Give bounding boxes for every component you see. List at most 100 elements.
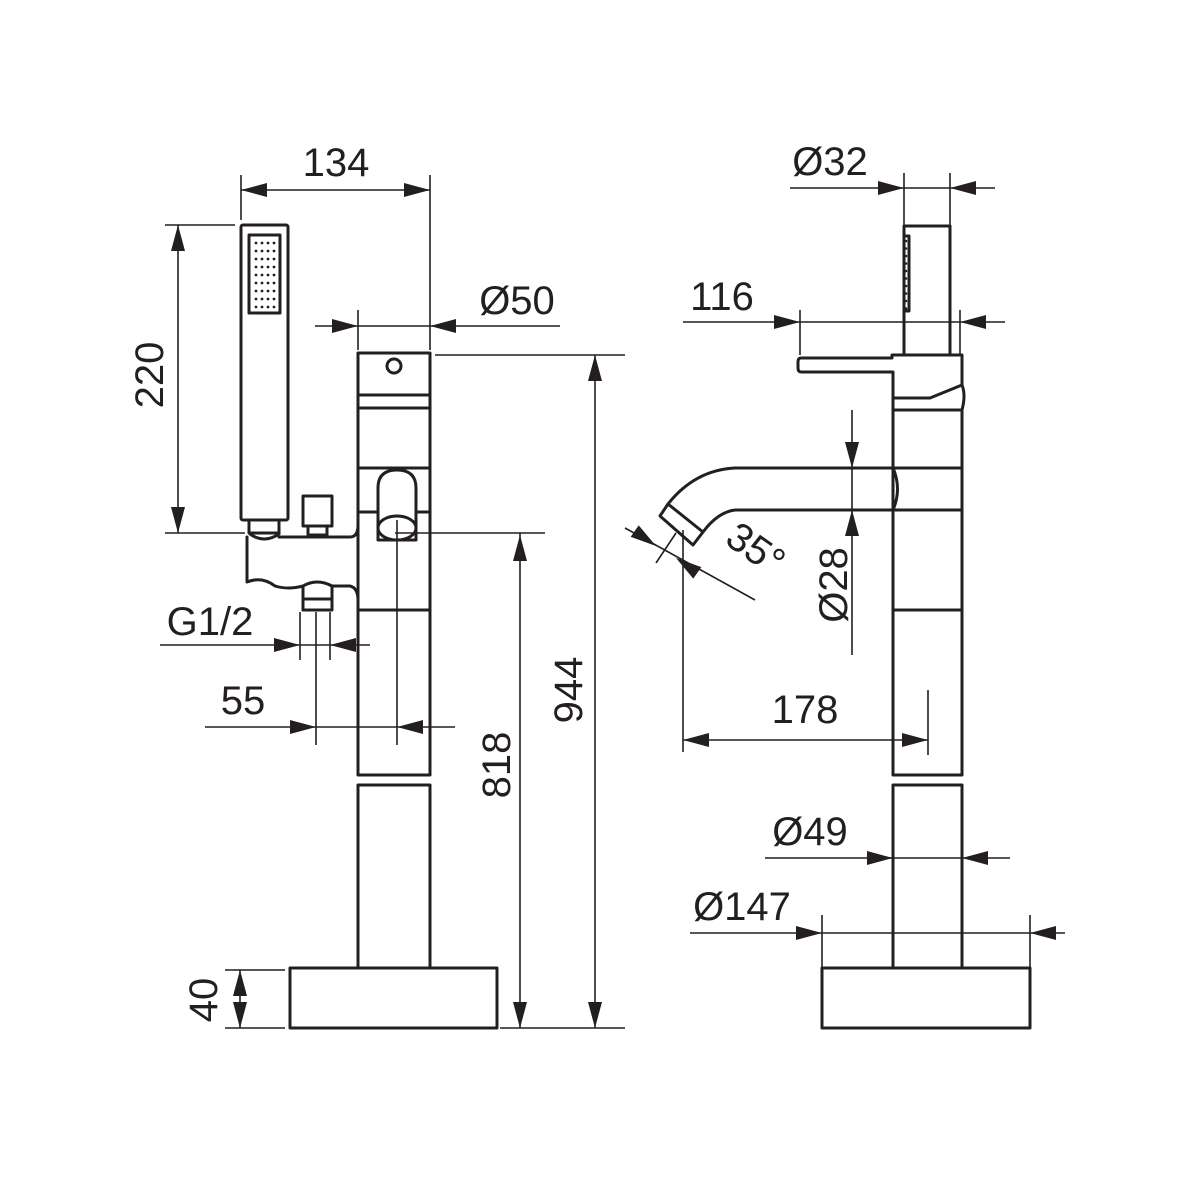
nozzle-dot — [260, 257, 264, 261]
dim-178-lines — [682, 530, 929, 755]
spout-front — [376, 468, 418, 542]
dimension-arrowhead — [397, 720, 423, 734]
dimension-arrowhead — [171, 225, 185, 251]
handshower-side — [902, 224, 952, 357]
dimension-arrowhead — [845, 510, 859, 536]
nozzle-dot — [272, 273, 276, 277]
nozzle-dot — [260, 289, 264, 293]
holder-clip — [301, 494, 334, 528]
floor-base-side — [820, 966, 1032, 1030]
nozzle-dot — [260, 265, 264, 269]
dim-220-label: 220 — [128, 342, 172, 409]
nozzle-dot — [254, 297, 258, 301]
dimension-arrowhead — [241, 183, 267, 197]
nozzle-dot — [904, 299, 908, 303]
handshower-spray-face — [247, 233, 282, 315]
nozzle-dot — [254, 281, 258, 285]
nozzle-dot — [904, 269, 908, 273]
nozzle-dot — [266, 297, 270, 301]
dimension-arrowhead — [683, 733, 709, 747]
dimension-arrowhead — [404, 183, 430, 197]
dim-35-label: 35° — [718, 514, 793, 585]
dimension-arrowhead — [796, 926, 822, 940]
dimension-arrowhead — [845, 442, 859, 468]
dim-55-label: 55 — [221, 679, 266, 723]
dimension-arrowhead — [676, 558, 702, 579]
dim-g12-label: G1/2 — [167, 600, 254, 644]
nozzle-dot — [254, 257, 258, 261]
indicator-dot — [385, 357, 403, 375]
nozzle-dot — [254, 265, 258, 269]
nozzle-dot — [266, 281, 270, 285]
dimension-arrowhead — [274, 638, 300, 652]
dim-116-lines — [683, 310, 1005, 355]
dim-134-label: 134 — [303, 141, 370, 185]
dimension-arrowhead — [171, 507, 185, 533]
upper-column-side — [891, 408, 964, 777]
side-dimensions: Ø32 116 Ø28 35° 178 Ø49 Ø147 — [624, 140, 1065, 968]
nozzle-dot — [904, 247, 908, 250]
dim-116-label: 116 — [690, 275, 754, 319]
dim-818-label: 818 — [475, 732, 519, 799]
dimension-arrowhead — [513, 535, 527, 561]
dim-134-lines — [240, 175, 431, 350]
lower-column-side — [891, 783, 964, 970]
nozzle-dot — [260, 273, 264, 277]
dimension-arrowhead — [902, 733, 928, 747]
dim-d49-label: Ø49 — [772, 810, 848, 854]
dim-d147-label: Ø147 — [693, 885, 791, 929]
dimension-arrowhead — [588, 1002, 602, 1028]
nozzle-dot — [272, 265, 276, 269]
nozzle-dot — [904, 284, 908, 288]
dim-178-label: 178 — [772, 688, 839, 732]
dimension-arrowhead — [1030, 926, 1056, 940]
dim-818-lines — [395, 532, 545, 1028]
nozzle-dot — [260, 305, 264, 309]
dim-944-lines — [435, 354, 625, 1029]
dimension-arrowhead — [233, 970, 247, 996]
spout-aerator — [658, 502, 705, 547]
floor-base — [288, 966, 499, 1030]
nozzle-dot — [254, 273, 258, 277]
nozzle-dot — [904, 239, 908, 243]
dimension-arrowhead — [430, 319, 456, 333]
lower-column — [356, 783, 432, 970]
dimension-arrowhead — [332, 319, 358, 333]
nozzle-dot — [272, 297, 276, 301]
nozzle-dot — [272, 289, 276, 293]
nozzle-dot — [260, 297, 264, 301]
nozzle-dot — [254, 241, 258, 245]
dimension-arrowhead — [630, 525, 656, 546]
dim-d50-label: Ø50 — [479, 279, 555, 323]
diverter-knob — [301, 580, 334, 612]
nozzle-dot — [904, 277, 908, 280]
dim-d147-lines — [690, 915, 1065, 968]
collar-ring — [356, 393, 432, 410]
handshower-connector — [247, 518, 281, 535]
nozzle-dot — [260, 241, 264, 245]
nozzle-dot — [260, 249, 264, 253]
nozzle-dot — [272, 281, 276, 285]
nozzle-dot — [904, 292, 908, 295]
lever-handle — [796, 353, 964, 400]
dim-40-label: 40 — [182, 978, 226, 1023]
dimension-arrowhead — [290, 720, 316, 734]
nozzle-dot — [266, 273, 270, 277]
nozzle-dot — [266, 289, 270, 293]
nozzle-dot — [266, 241, 270, 245]
nozzle-dot — [254, 305, 258, 309]
nozzle-dot — [272, 249, 276, 253]
nozzle-dot — [904, 307, 908, 310]
nozzle-dot — [266, 265, 270, 269]
dim-d32-label: Ø32 — [792, 140, 868, 184]
nozzle-dot — [254, 289, 258, 293]
nozzle-dot — [260, 281, 264, 285]
dim-40-lines — [225, 969, 285, 1029]
front-dimensions: 134 220 Ø50 944 818 G1/2 55 40 — [128, 141, 625, 1029]
dim-220-lines — [165, 224, 245, 534]
dimension-arrowhead — [233, 1002, 247, 1028]
handshower-spray-edge — [902, 234, 911, 313]
nozzle-dot — [266, 249, 270, 253]
